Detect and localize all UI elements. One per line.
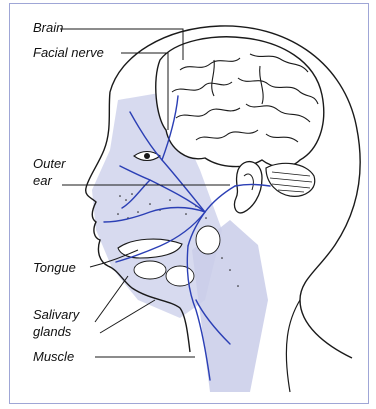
label-salivary-line1: Salivary (33, 307, 79, 322)
label-brain: Brain (33, 20, 63, 35)
brain-outline (156, 37, 324, 167)
label-muscle: Muscle (33, 349, 74, 364)
label-tongue: Tongue (33, 260, 76, 275)
outer-ear (234, 162, 262, 213)
back-neck (286, 300, 300, 392)
label-outer-ear-line1: Outer (33, 156, 66, 171)
label-outer-ear-line2: ear (33, 173, 52, 188)
label-salivary-line2: glands (33, 324, 71, 339)
label-facial-nerve: Facial nerve (33, 45, 104, 60)
